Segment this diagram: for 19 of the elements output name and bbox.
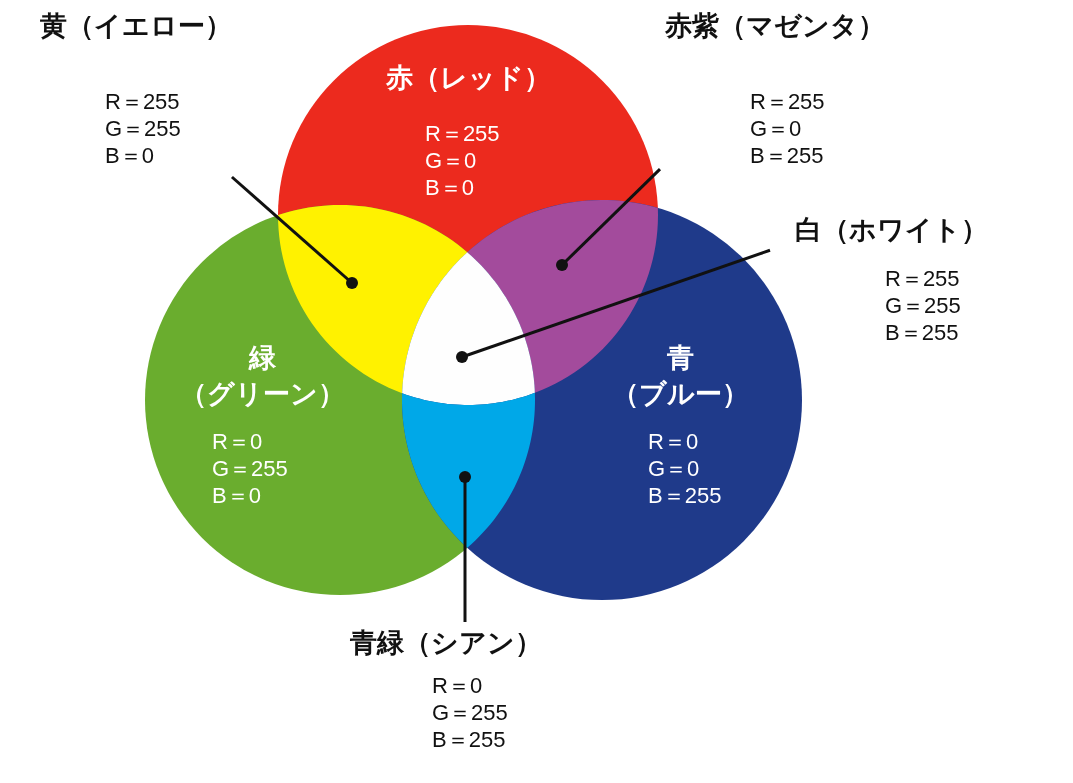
rgb-values: R＝255 G＝255 B＝0: [105, 88, 181, 169]
rgb-values: R＝0 G＝255 B＝255: [432, 672, 508, 753]
color-name: 緑（グリーン）: [178, 341, 346, 411]
color-name: 赤紫（マゼンタ）: [665, 9, 885, 43]
leader-line: [230, 175, 358, 289]
rgb-values: R＝0 G＝0 B＝255: [648, 428, 722, 509]
overlap-region: [402, 392, 535, 548]
leader-line: [456, 248, 771, 363]
overlap-region: [402, 252, 535, 405]
color-name: 赤（レッド）: [385, 61, 551, 95]
color-name: 白（ホワイト）: [795, 213, 988, 247]
rgb-values: R＝0 G＝255 B＝0: [212, 428, 288, 509]
rgb-values: R＝255 G＝255 B＝255: [885, 265, 961, 346]
rgb-values: R＝255 G＝0 B＝255: [750, 88, 825, 169]
rgb-values: R＝255 G＝0 B＝0: [425, 120, 500, 201]
color-name: 青緑（シアン）: [350, 626, 542, 660]
color-name: 青（ブルー）: [610, 341, 750, 411]
color-name: 黄（イエロー）: [40, 9, 232, 43]
leader-line: [459, 471, 471, 622]
